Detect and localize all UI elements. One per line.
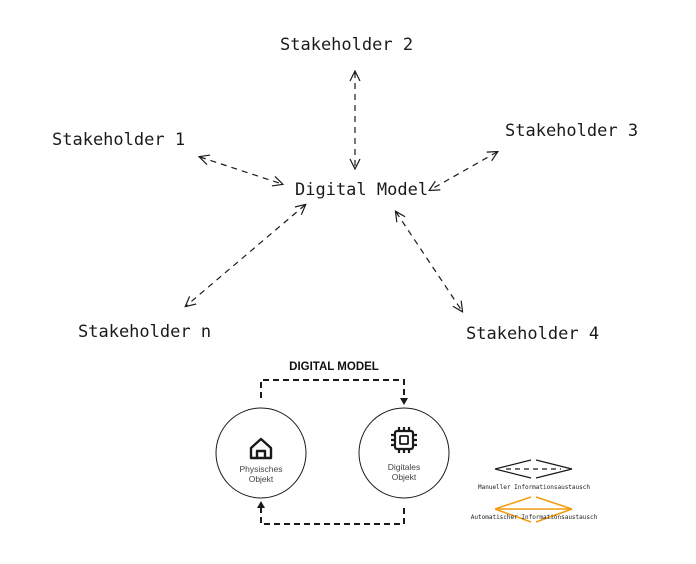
legend: Manueller Informationsaustausch Automati… (471, 459, 598, 523)
physical-object-line1: Physisches (240, 464, 283, 474)
arrow-to-stakeholder-1 (200, 157, 282, 184)
legend-automatic-label: Automatischer Informationsaustausch (471, 514, 598, 521)
digital-object-line2: Objekt (392, 472, 417, 482)
physical-object-circle (215, 407, 307, 499)
bottom-diagram: DIGITAL MODEL Physisches Objekt Digitale… (215, 361, 450, 525)
stakeholder-3-label: Stakeholder 3 (505, 121, 638, 141)
top-connector (260, 379, 405, 398)
stakeholder-n-label: Stakeholder n (78, 322, 211, 342)
top-connector-arrowhead (400, 398, 408, 405)
top-diagram: Digital Model Stakeholder 2 Stakeholder … (52, 35, 638, 344)
physical-object-line2: Objekt (249, 474, 274, 484)
arrow-to-stakeholder-n (186, 205, 305, 306)
bottom-connector (260, 507, 405, 525)
bottom-connector-arrowhead (257, 501, 265, 508)
center-label: Digital Model (295, 180, 428, 200)
legend-manual-arrow (494, 459, 573, 479)
arrow-to-stakeholder-4 (396, 212, 462, 311)
chip-icon (391, 427, 417, 453)
digital-model-title: DIGITAL MODEL (289, 361, 379, 373)
legend-manual-label: Manueller Informationsaustausch (478, 484, 590, 491)
arrow-to-stakeholder-3 (430, 152, 497, 190)
stakeholder-2-label: Stakeholder 2 (280, 35, 413, 55)
house-icon (249, 437, 273, 460)
legend-automatic-arrow (494, 496, 573, 523)
stakeholder-4-label: Stakeholder 4 (466, 324, 599, 344)
digital-object-line1: Digitales (388, 462, 421, 472)
stakeholder-1-label: Stakeholder 1 (52, 130, 185, 150)
